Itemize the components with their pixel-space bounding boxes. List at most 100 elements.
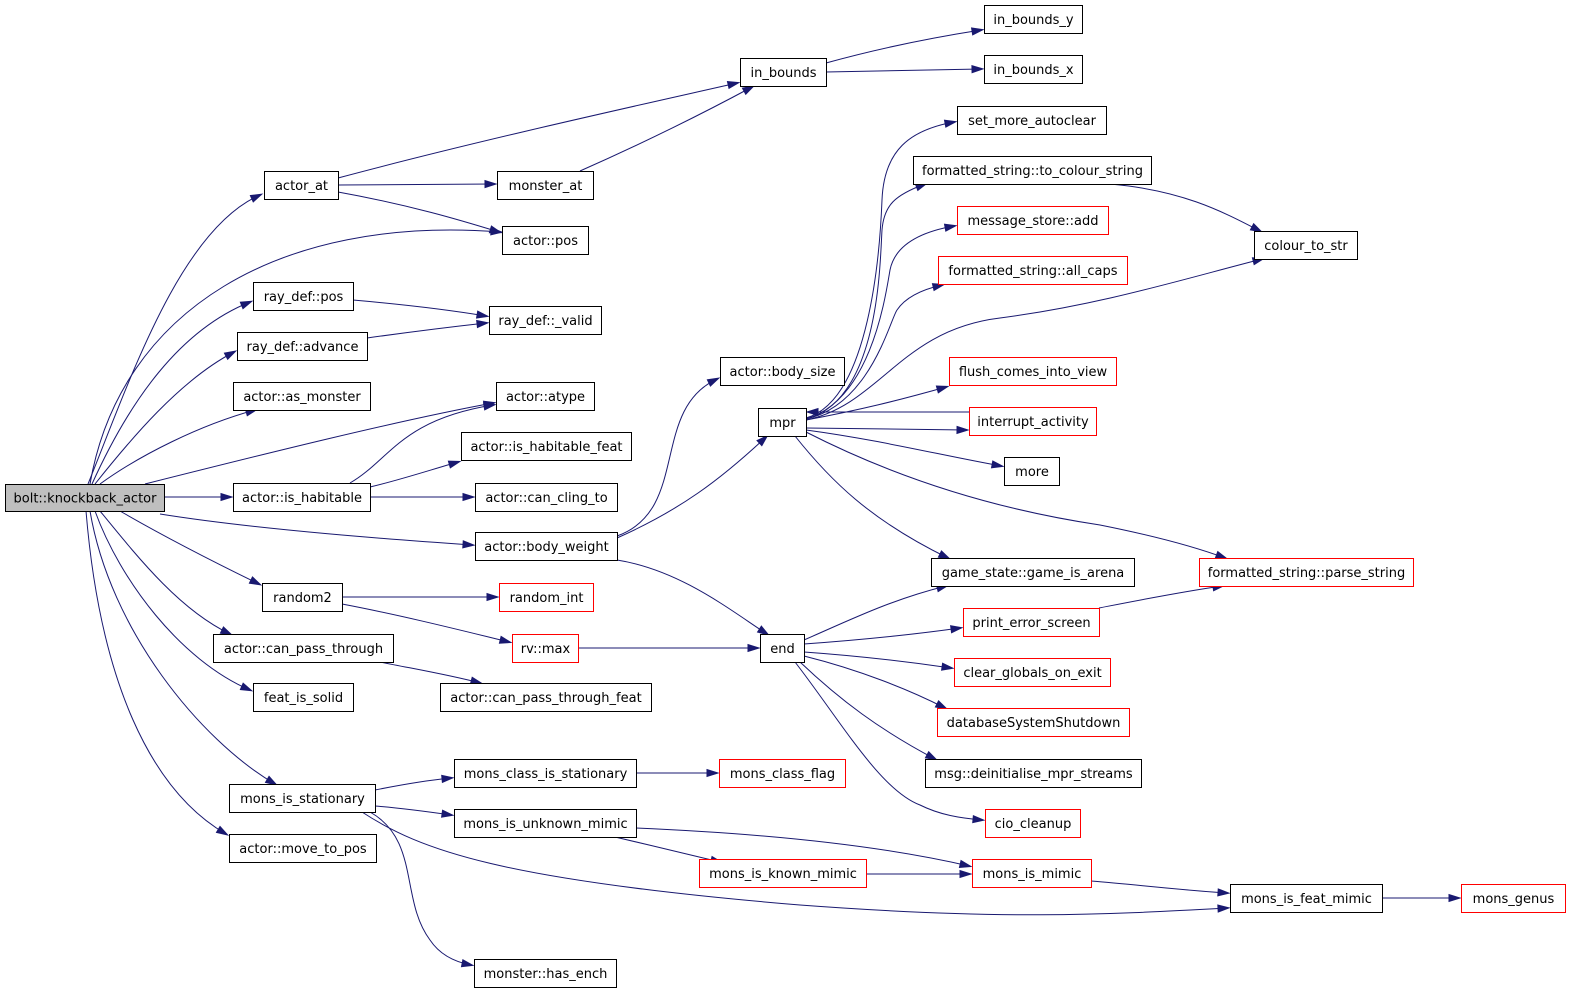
arrowhead [1249,222,1264,233]
node-box [454,759,637,788]
node-feat-is-solid[interactable]: feat_is_solid [253,683,354,712]
node-can-pass-through[interactable]: actor::can_pass_through [213,634,394,663]
node-all-caps[interactable]: formatted_string::all_caps [938,256,1128,285]
edge-line [825,29,982,64]
node-label: mons_class_is_stationary [464,767,628,782]
edge-line [144,402,494,485]
node-message-store-add[interactable]: message_store::add [957,206,1109,235]
node-label: actor::is_habitable [242,491,362,506]
node-label: monster_at [509,179,583,194]
node-in-bounds-x[interactable]: in_bounds_x [984,55,1083,84]
edge-ray_advance-to-ray_valid [366,319,490,339]
node-box [925,759,1142,788]
node-label: actor::atype [506,390,585,405]
arrowhead [248,576,263,586]
node-flush-comes-into-view[interactable]: flush_comes_into_view [949,357,1117,386]
node-mpr[interactable]: mpr [758,408,807,437]
node-cio-cleanup[interactable]: cio_cleanup [985,809,1081,838]
edge-root-to-can_pass_through [99,510,234,636]
node-label: message_store::add [967,214,1098,229]
node-ray-pos[interactable]: ray_def::pos [253,282,354,311]
arrowhead [462,540,476,549]
edge-root-to-move_to_pos [85,510,230,836]
node-to-colour-string[interactable]: formatted_string::to_colour_string [913,156,1152,185]
node-random-int[interactable]: random_int [499,583,594,612]
node-actor-at[interactable]: actor_at [264,171,339,200]
node-can-cling-to[interactable]: actor::can_cling_to [475,483,618,512]
node-box [931,558,1135,587]
node-box [937,708,1130,737]
edge-line [614,836,721,863]
node-interrupt-activity[interactable]: interrupt_activity [969,407,1097,436]
node-box [720,357,845,386]
node-in-bounds-y[interactable]: in_bounds_y [984,5,1083,34]
node-body-weight[interactable]: actor::body_weight [475,532,618,561]
node-box [264,171,339,200]
node-random2[interactable]: random2 [262,583,343,612]
node-box [1254,231,1358,260]
edge-line [805,431,1226,559]
node-mons-is-known-mimic[interactable]: mons_is_known_mimic [699,859,867,888]
arrowhead [959,869,973,879]
node-label: print_error_screen [972,616,1090,631]
edge-line [374,805,452,816]
node-label: ray_def::advance [247,340,359,355]
edge-mons_is_stationary-to-mons_is_feat_mimic [361,811,1231,916]
node-box [512,634,579,663]
node-mons-class-is-stationary[interactable]: mons_class_is_stationary [454,759,637,788]
node-label: actor::is_habitable_feat [470,440,622,455]
node-end[interactable]: end [760,634,805,663]
node-deinitialise-mpr-streams[interactable]: msg::deinitialise_mpr_streams [925,759,1142,788]
node-box [229,784,376,813]
node-in-bounds[interactable]: in_bounds [740,58,827,87]
node-is-habitable-feat[interactable]: actor::is_habitable_feat [461,432,632,461]
edge-is_habitable-to-atype [349,402,497,484]
edge-line [369,461,459,488]
node-label: rv::max [521,642,571,657]
node-box [253,683,354,712]
node-box [233,483,371,512]
edge-line [805,284,943,420]
node-as-monster[interactable]: actor::as_monster [233,382,371,411]
node-set-more-autoclear[interactable]: set_more_autoclear [957,106,1107,135]
node-box [1461,884,1566,913]
node-mons-genus[interactable]: mons_genus [1461,884,1566,913]
node-is-habitable[interactable]: actor::is_habitable [233,483,371,512]
edge-line [794,435,949,559]
edge-can_pass_through-to-can_pass_through_feat [379,661,484,685]
node-box [233,382,371,411]
node-game-is-arena[interactable]: game_state::game_is_arena [931,558,1135,587]
node-mons-is-stationary[interactable]: mons_is_stationary [229,784,376,813]
node-print-error-screen[interactable]: print_error_screen [963,608,1100,637]
node-databaseSystemShutdown[interactable]: databaseSystemShutdown [937,708,1130,737]
edge-line [805,429,1002,467]
node-body-size[interactable]: actor::body_size [720,357,845,386]
node-ray-valid[interactable]: ray_def::_valid [489,306,602,335]
edge-line [159,513,473,546]
node-box [229,834,377,863]
node-clear-globals-on-exit[interactable]: clear_globals_on_exit [954,658,1111,687]
node-root[interactable]: bolt::knockback_actor [5,484,165,512]
node-atype[interactable]: actor::atype [496,382,595,411]
arrowhead [441,809,455,818]
edge-mons_is_unknown_mimic-to-mons_is_mimic [635,827,973,868]
node-mons-class-flag[interactable]: mons_class_flag [719,759,846,788]
node-parse-string[interactable]: formatted_string::parse_string [1199,558,1414,587]
node-box [1199,558,1414,587]
node-mons-is-feat-mimic[interactable]: mons_is_feat_mimic [1230,884,1383,913]
node-mons-is-unknown-mimic[interactable]: mons_is_unknown_mimic [454,809,637,838]
node-ray-advance[interactable]: ray_def::advance [237,332,368,361]
node-more[interactable]: more [1004,457,1060,486]
node-mons-is-mimic[interactable]: mons_is_mimic [972,859,1092,888]
edge-line [805,258,1263,421]
edge-line [1109,183,1261,232]
node-actor-pos[interactable]: actor::pos [502,226,589,255]
edge-line [825,68,982,73]
node-move-to-pos[interactable]: actor::move_to_pos [229,834,377,863]
node-can-pass-through-feat[interactable]: actor::can_pass_through_feat [440,683,652,712]
node-monster-has-ench[interactable]: monster::has_ench [474,959,617,988]
node-rv-max[interactable]: rv::max [512,634,579,663]
node-colour-to-str[interactable]: colour_to_str [1254,231,1358,260]
arrowhead [475,310,490,319]
node-monster-at[interactable]: monster_at [497,171,594,200]
